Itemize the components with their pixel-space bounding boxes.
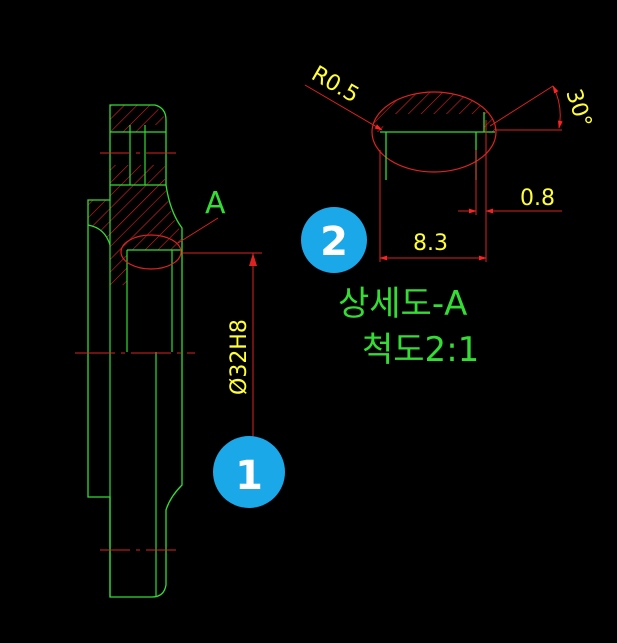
- detail-ellipse: [371, 91, 497, 173]
- detail-a-circle: [120, 234, 182, 270]
- depth-dimension-label: 0.8: [520, 186, 555, 211]
- width-dimension-label: 8.3: [413, 231, 448, 256]
- bore-dimension-label: Ø32H8: [227, 319, 252, 395]
- badge-1: 1: [213, 436, 285, 508]
- detail-scale: 척도2:1: [362, 330, 479, 370]
- hatch-top-flange: [110, 105, 165, 132]
- radius-label: R0.5: [307, 62, 363, 109]
- badge-1-number: 1: [235, 453, 263, 499]
- detail-marker-label: A: [205, 186, 226, 221]
- badge-2: 2: [301, 207, 367, 273]
- angle-label: 30°: [560, 86, 596, 131]
- detail-title: 상세도-A: [338, 284, 467, 324]
- hatch-upper-body: [88, 165, 182, 285]
- badge-2-number: 2: [320, 219, 348, 265]
- section-view: A Ø32H8: [75, 104, 262, 598]
